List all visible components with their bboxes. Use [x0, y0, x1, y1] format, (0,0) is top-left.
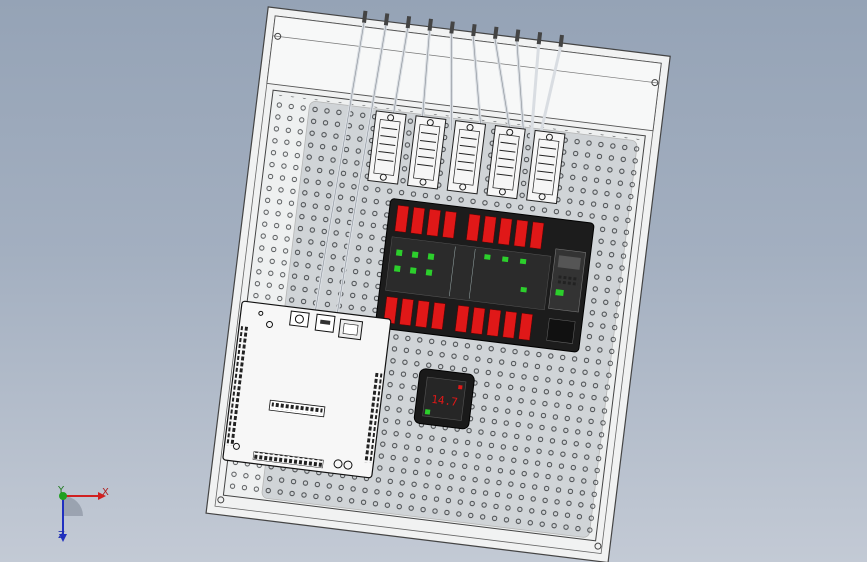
relay-board[interactable] — [374, 198, 595, 353]
connector-module-3[interactable] — [446, 120, 487, 195]
y-axis-dot — [59, 492, 67, 500]
display-module[interactable]: 14.7 — [413, 368, 475, 430]
connector-module-5[interactable] — [526, 129, 566, 205]
right-pin-header — [364, 372, 383, 463]
panel-mounts — [217, 32, 659, 550]
z-axis-label: Z — [58, 530, 65, 541]
orientation-triad[interactable] — [40, 478, 120, 548]
top-wiring-channel — [266, 15, 662, 132]
status-leds — [393, 249, 527, 293]
cable-glands — [362, 10, 564, 48]
y-axis-label: Y — [58, 485, 65, 496]
controller-board[interactable] — [222, 300, 392, 479]
relay-row-bottom — [383, 296, 533, 341]
connector-module-4[interactable] — [486, 124, 526, 200]
power-connector — [289, 310, 310, 328]
bottom-connector — [252, 451, 324, 469]
connector-module-1[interactable] — [367, 110, 407, 185]
relay-row-top — [394, 204, 545, 250]
display-readout: 14.7 — [431, 393, 459, 409]
x-axis-label: X — [102, 487, 109, 498]
connector-module-2[interactable] — [406, 115, 447, 190]
left-pin-header — [226, 326, 249, 446]
